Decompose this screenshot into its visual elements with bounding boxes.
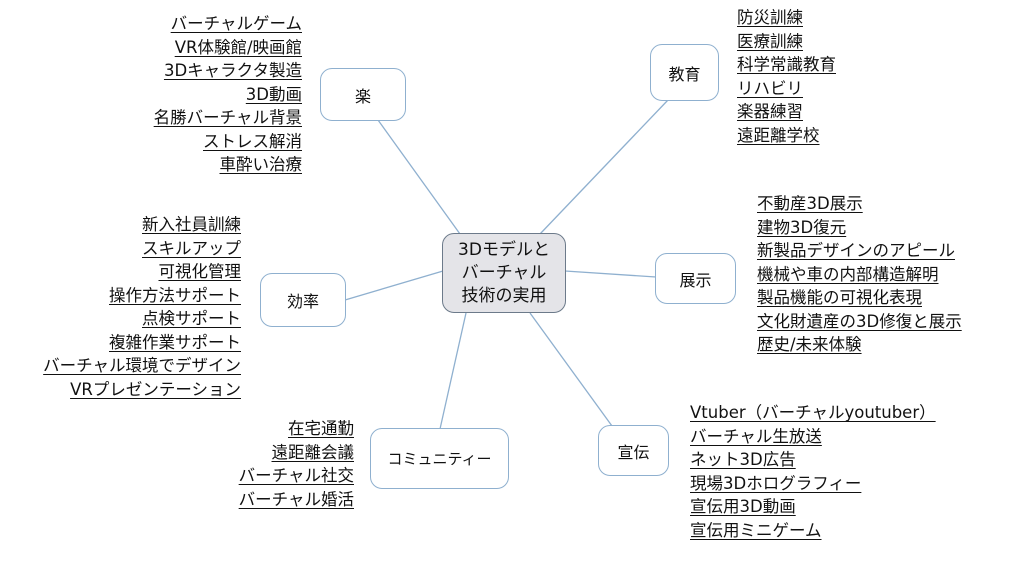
list-item[interactable]: スキルアップ (142, 238, 241, 258)
node-kyoiku[interactable]: 教育 (650, 44, 719, 101)
list-item[interactable]: 車酔い治療 (219, 155, 303, 174)
center-line: 3Dモデルと (458, 239, 550, 260)
list-item[interactable]: 不動産3D展示 (757, 194, 863, 213)
list-item[interactable]: バーチャル生放送 (690, 426, 822, 446)
list-item[interactable]: 複雑作業サポート (109, 332, 241, 352)
list-item[interactable]: 3D動画 (245, 84, 302, 104)
central-topic[interactable]: 3Dモデルとバーチャル技術の実用 (442, 233, 566, 313)
list-item[interactable]: 科学常識教育 (737, 55, 836, 74)
node-label: 楽 (354, 86, 371, 106)
list-item[interactable]: 名勝バーチャル背景 (153, 108, 302, 127)
node-raku[interactable]: 楽 (320, 68, 406, 121)
connector-community (439, 312, 467, 430)
node-koritsu[interactable]: 効率 (260, 273, 346, 327)
list-item[interactable]: 宣伝用3D動画 (690, 497, 796, 516)
list-item[interactable]: 文化財遺産の3D修復と展示 (757, 311, 962, 331)
list-koritsu: 新入社員訓練スキルアップ可視化管理操作方法サポート点検サポート複雑作業サポートバ… (43, 213, 241, 401)
list-item[interactable]: 新入社員訓練 (142, 215, 241, 234)
list-item[interactable]: 可視化管理 (158, 262, 242, 281)
connector-tenji (564, 270, 657, 278)
list-senden: Vtuber（バーチャルyoutuber） バーチャル生放送ネット3D広告現場3D… (690, 401, 936, 542)
node-community[interactable]: コミュニティー (370, 428, 509, 489)
list-tenji: 不動産3D展示建物3D復元新製品デザインのアピール機械や車の内部構造解明製品機能… (757, 192, 962, 357)
node-label: 展示 (679, 270, 712, 290)
node-label: 宣伝 (617, 442, 650, 462)
list-item[interactable]: 機械や車の内部構造解明 (757, 264, 939, 284)
connector-senden (529, 312, 613, 427)
connector-koritsu (344, 270, 444, 301)
list-item[interactable]: 製品機能の可視化表現 (757, 288, 922, 307)
list-item[interactable]: 遠距離学校 (737, 125, 820, 145)
center-line: 技術の実用 (461, 285, 547, 306)
node-senden[interactable]: 宣伝 (598, 425, 669, 476)
list-item[interactable]: ストレス解消 (203, 131, 302, 151)
list-item[interactable]: 建物3D復元 (757, 217, 847, 237)
list-item[interactable]: 医療訓練 (737, 31, 803, 51)
list-item[interactable]: 新製品デザインのアピール (757, 241, 955, 260)
list-item[interactable]: 歴史/未来体験 (757, 335, 862, 354)
list-item[interactable]: Vtuber（バーチャルyoutuber） (690, 403, 936, 422)
list-item[interactable]: ネット3D広告 (690, 450, 796, 469)
list-community: 在宅通勤遠距離会議バーチャル社交バーチャル婚活 (239, 417, 354, 511)
list-item[interactable]: バーチャル社交 (238, 466, 354, 485)
node-label: コミュニティー (387, 450, 492, 468)
connector-kyoiku (539, 99, 669, 235)
list-kyoiku: 防災訓練医療訓練科学常識教育リハビリ楽器練習遠距離学校 (737, 6, 836, 147)
list-raku: バーチャルゲーム VR体験館/映画館 3Dキャラクタ製造 3D動画名勝バーチャル背景ス… (154, 12, 302, 177)
list-item[interactable]: 宣伝用ミニゲーム (690, 520, 822, 540)
list-item[interactable]: 防災訓練 (737, 8, 803, 27)
connector-raku (377, 119, 461, 235)
list-item[interactable]: VRプレゼンテーション (70, 379, 241, 399)
list-item[interactable]: リハビリ (737, 78, 803, 98)
list-item[interactable]: VR体験館/映画館 (174, 37, 302, 57)
node-label: 効率 (286, 292, 319, 311)
node-tenji[interactable]: 展示 (655, 253, 736, 304)
list-item[interactable]: 3Dキャラクタ製造 (163, 61, 302, 80)
list-item[interactable]: 遠距離会議 (271, 442, 355, 462)
node-label: 教育 (668, 64, 701, 84)
list-item[interactable]: 現場3Dホログラフィー (690, 473, 862, 493)
list-item[interactable]: 楽器練習 (737, 102, 803, 121)
list-item[interactable]: バーチャルゲーム (170, 14, 302, 33)
list-item[interactable]: 点検サポート (142, 309, 241, 328)
list-item[interactable]: バーチャル婚活 (238, 489, 354, 509)
list-item[interactable]: 在宅通勤 (288, 419, 354, 438)
list-item[interactable]: バーチャル環境でデザイン (43, 356, 241, 375)
list-item[interactable]: 操作方法サポート (109, 285, 241, 305)
center-line: バーチャル (461, 262, 547, 283)
